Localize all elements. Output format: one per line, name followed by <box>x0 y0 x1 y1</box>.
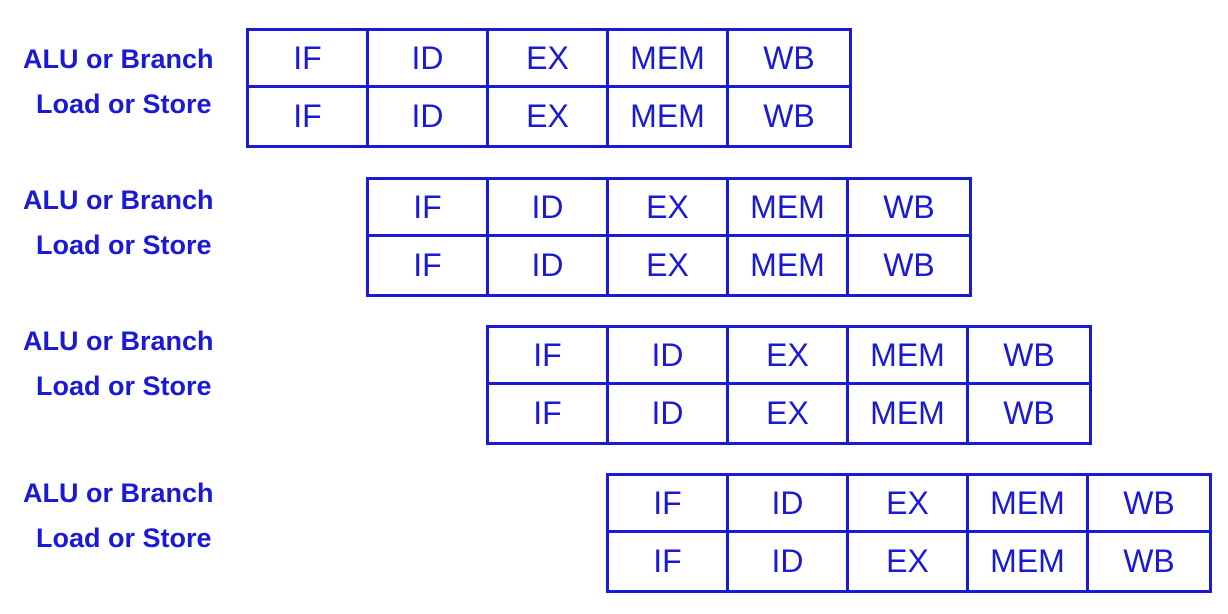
label-alu-or-branch: ALU or Branch <box>23 478 214 508</box>
stage-cell-id: ID <box>609 328 729 385</box>
label-alu-or-branch: ALU or Branch <box>23 326 214 356</box>
stage-cell-ex: EX <box>729 328 849 385</box>
stage-cell-wb: WB <box>1089 476 1209 533</box>
stage-cell-mem: MEM <box>849 328 969 385</box>
stage-cell-wb: WB <box>729 31 849 88</box>
stage-cell-wb: WB <box>763 98 815 134</box>
label-alu-or-branch: ALU or Branch <box>23 185 214 215</box>
stage-cell-mem: MEM <box>969 476 1089 533</box>
stage-cell-if: IF <box>369 180 489 237</box>
stage-cell-id: ID <box>729 533 849 590</box>
stage-cell-if: IF <box>489 328 609 385</box>
stage-cell-ex: EX <box>609 237 729 294</box>
label-load-or-store: Load or Store <box>36 89 212 119</box>
label-alu-or-branch: ALU or Branch <box>23 44 214 74</box>
stage-cell-ex: EX <box>609 180 729 237</box>
stage-cell-ex: EX <box>489 31 609 88</box>
stage-cell-mem: MEM <box>609 31 729 88</box>
stage-cell-mem: MEM <box>729 237 849 294</box>
stage-cell-wb: WB <box>1003 395 1055 431</box>
stage-cell-id: ID <box>369 88 489 145</box>
stage-cell-mem: MEM <box>849 385 969 442</box>
stage-cell-if: IF <box>249 88 369 145</box>
stage-cell-wb: WB <box>849 180 969 237</box>
stage-cell-ex: EX <box>849 533 969 590</box>
stage-cell-wb: WB <box>1123 543 1175 579</box>
label-load-or-store: Load or Store <box>36 371 212 401</box>
stage-cell-if: IF <box>369 237 489 294</box>
stage-cell-if: IF <box>609 533 729 590</box>
stage-cell-id: ID <box>369 31 489 88</box>
stage-cell-ex: EX <box>489 88 609 145</box>
label-load-or-store: Load or Store <box>36 230 212 260</box>
stage-cell-mem: MEM <box>969 533 1089 590</box>
stage-cell-if: IF <box>609 476 729 533</box>
stage-cell-wb: WB <box>883 247 935 283</box>
label-load-or-store: Load or Store <box>36 523 212 553</box>
stage-cell-id: ID <box>489 180 609 237</box>
stage-cell-id: ID <box>729 476 849 533</box>
stage-cell-ex: EX <box>849 476 969 533</box>
stage-cell-mem: MEM <box>609 88 729 145</box>
stage-cell-mem: MEM <box>729 180 849 237</box>
stage-cell-ex: EX <box>729 385 849 442</box>
stage-cell-id: ID <box>489 237 609 294</box>
stage-cell-if: IF <box>489 385 609 442</box>
stage-cell-id: ID <box>609 385 729 442</box>
stage-cell-if: IF <box>249 31 369 88</box>
stage-cell-wb: WB <box>969 328 1089 385</box>
